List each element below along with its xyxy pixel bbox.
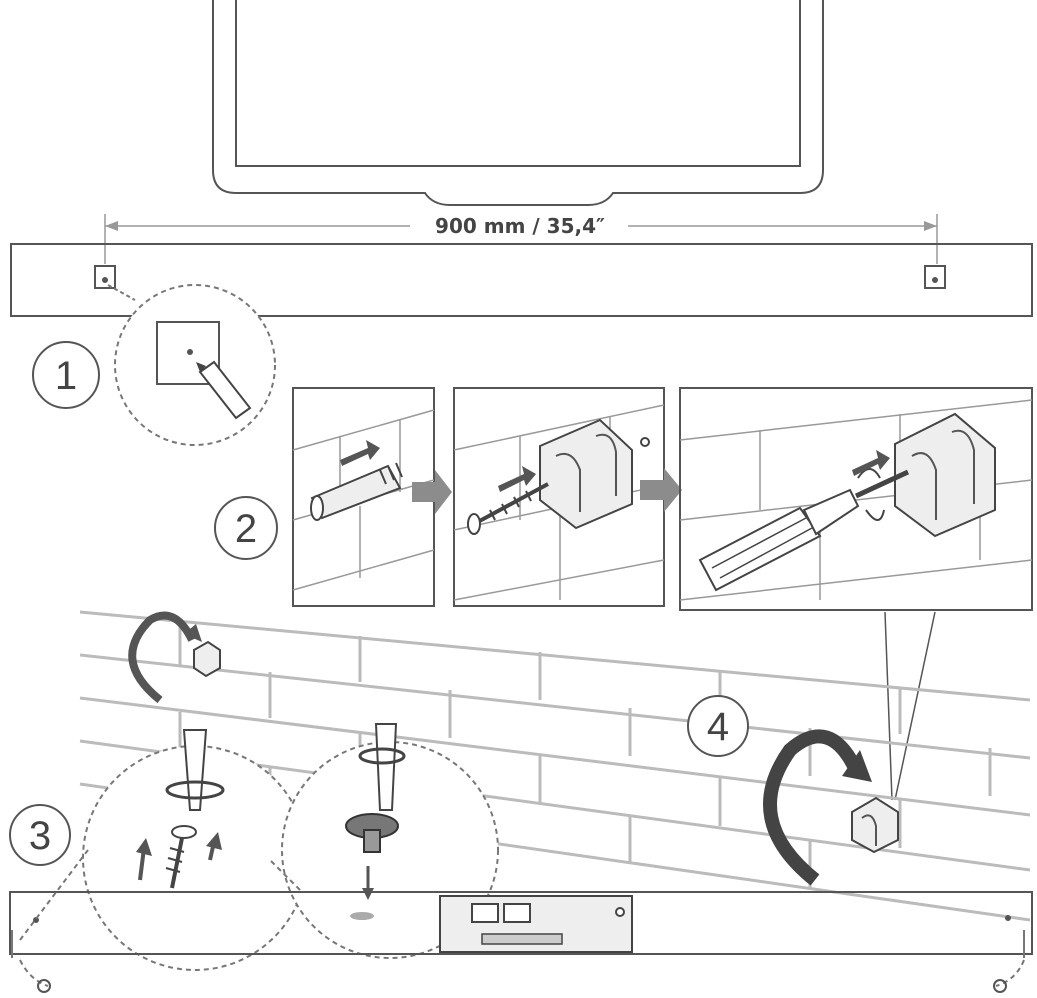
screw-icon	[467, 482, 549, 535]
wall-plug-icon	[310, 462, 403, 521]
step1-marker: 1	[32, 341, 100, 409]
rotate-arrow-icon	[128, 611, 202, 704]
wall-bracket-icon	[539, 418, 633, 530]
screwdriver-icon	[698, 469, 910, 592]
next-arrow-icon	[640, 468, 682, 512]
rotate-arrow-icon	[763, 729, 872, 886]
measurement-label: 900 mm / 35,4″	[435, 214, 605, 238]
push-arrow-icon	[340, 440, 380, 466]
step3-marker: 3	[9, 804, 71, 866]
push-arrow-icon	[136, 832, 222, 881]
mounting-template	[10, 243, 1033, 317]
svg-text:4: 4	[707, 705, 729, 749]
pencil-icon	[196, 360, 252, 420]
step1-detail	[107, 284, 276, 446]
svg-text:1: 1	[55, 354, 77, 398]
step4-marker: 4	[687, 695, 749, 757]
step3-detail	[82, 723, 499, 971]
step2-marker: 2	[214, 496, 278, 560]
svg-text:3: 3	[29, 814, 51, 858]
svg-text:2: 2	[235, 507, 257, 551]
wall-bracket-icon	[193, 640, 221, 678]
measurement-dimension: 900 mm / 35,4″	[104, 214, 938, 264]
rotate-arrow-icon	[857, 468, 885, 521]
tv-outline	[212, 0, 824, 206]
keyhole-icon	[37, 979, 1007, 993]
next-arrow-icon	[412, 470, 452, 514]
wall-bracket-icon	[894, 412, 996, 538]
soundbar	[9, 849, 1033, 993]
step4-detail	[763, 729, 899, 886]
wall-bracket-icon	[851, 796, 899, 854]
screw-icon	[165, 825, 197, 889]
step2-panels	[292, 387, 1033, 801]
connector-panel	[439, 895, 633, 953]
